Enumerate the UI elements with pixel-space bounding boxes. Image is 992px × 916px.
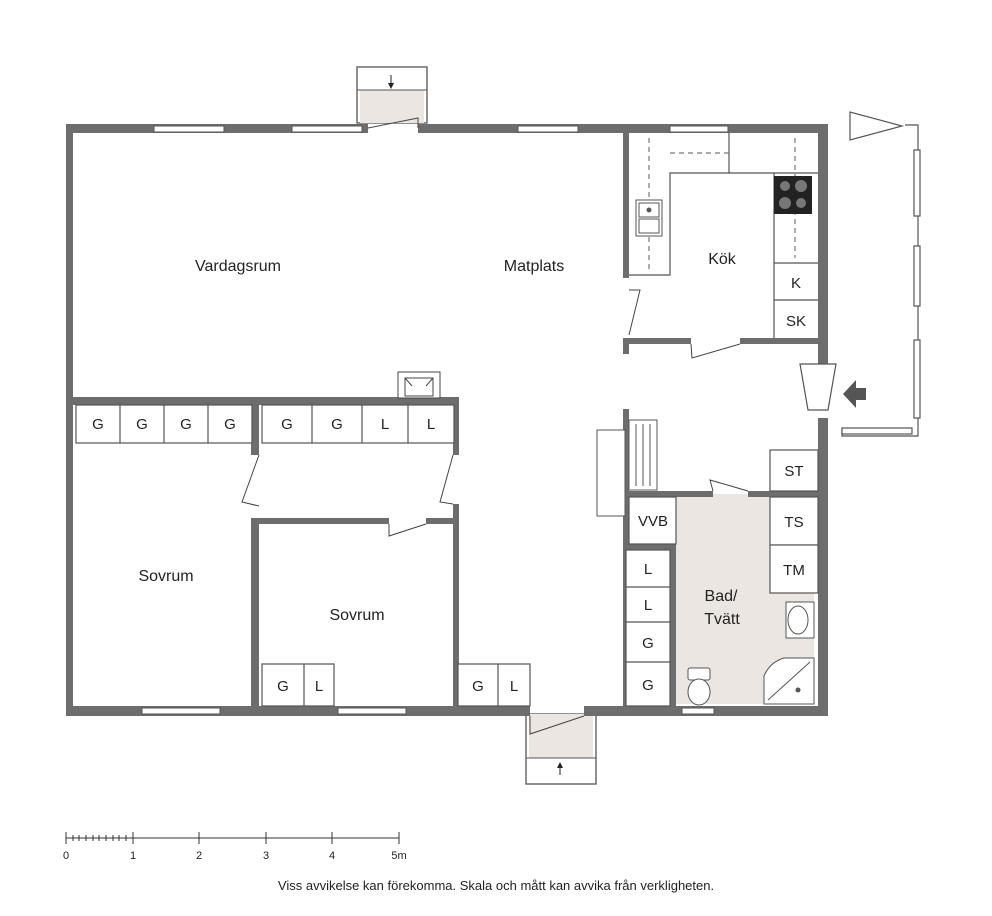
closet-label: L [427, 416, 435, 433]
utility-boxes [628, 449, 819, 594]
windows [141, 125, 729, 715]
room-label-vardagsrum: Vardagsrum [195, 258, 281, 275]
disclaimer-text: Viss avvikelse kan förekomma. Skala och … [277, 878, 715, 893]
doors [241, 117, 749, 735]
washer-label: TM [783, 562, 805, 579]
stove-icon [774, 176, 812, 214]
closet-label: L [315, 678, 323, 695]
room-label-sovrum-1: Sovrum [138, 568, 193, 585]
room-label-matplats: Matplats [504, 258, 564, 275]
room-label-sovrum-2: Sovrum [329, 607, 384, 624]
scale-tick-label: 0 [63, 850, 69, 862]
room-label-bad: Bad/ [705, 588, 738, 605]
scale-tick-label: 3 [263, 850, 269, 862]
hall-bench [596, 419, 658, 517]
kitchen-counters [629, 133, 818, 338]
closet-label: G [136, 416, 148, 433]
south-entrance-step [525, 713, 597, 785]
closet-label: G [472, 678, 484, 695]
scale-tick-label: 1 [130, 850, 136, 862]
closet-label: G [180, 416, 192, 433]
room-label-tvatt: Tvätt [704, 611, 740, 628]
storage-st-label: ST [784, 463, 803, 480]
washbasin-icon [785, 601, 815, 639]
scale-tick-label: 4 [329, 850, 335, 862]
fridge-label: K [791, 275, 801, 292]
scale-tick-label: 5m [391, 850, 406, 862]
dryer-label: TS [784, 514, 803, 531]
scale-bar [65, 832, 400, 844]
boiler-label: VVB [638, 513, 668, 530]
closet-label: L [381, 416, 389, 433]
toilet-icon [687, 667, 711, 706]
closet-label: G [642, 677, 654, 694]
entrance-arrow-icon [843, 380, 866, 408]
closet-label: L [510, 678, 518, 695]
closet-label: L [644, 597, 652, 614]
shower-icon [763, 657, 815, 705]
east-porch [799, 111, 921, 437]
closet-label: G [281, 416, 293, 433]
room-label-kok: Kök [708, 251, 737, 268]
kitchen-sink-icon [635, 199, 663, 237]
closet-rows [75, 404, 671, 707]
closet-label: G [92, 416, 104, 433]
scale-tick-label: 2 [196, 850, 202, 862]
freezer-label: SK [786, 313, 806, 330]
closet-label: G [642, 635, 654, 652]
closet-label: G [277, 678, 289, 695]
closet-label: G [331, 416, 343, 433]
closet-label: L [644, 561, 652, 578]
fireplace [397, 371, 441, 399]
north-entrance-step [356, 66, 428, 124]
closet-label: G [224, 416, 236, 433]
